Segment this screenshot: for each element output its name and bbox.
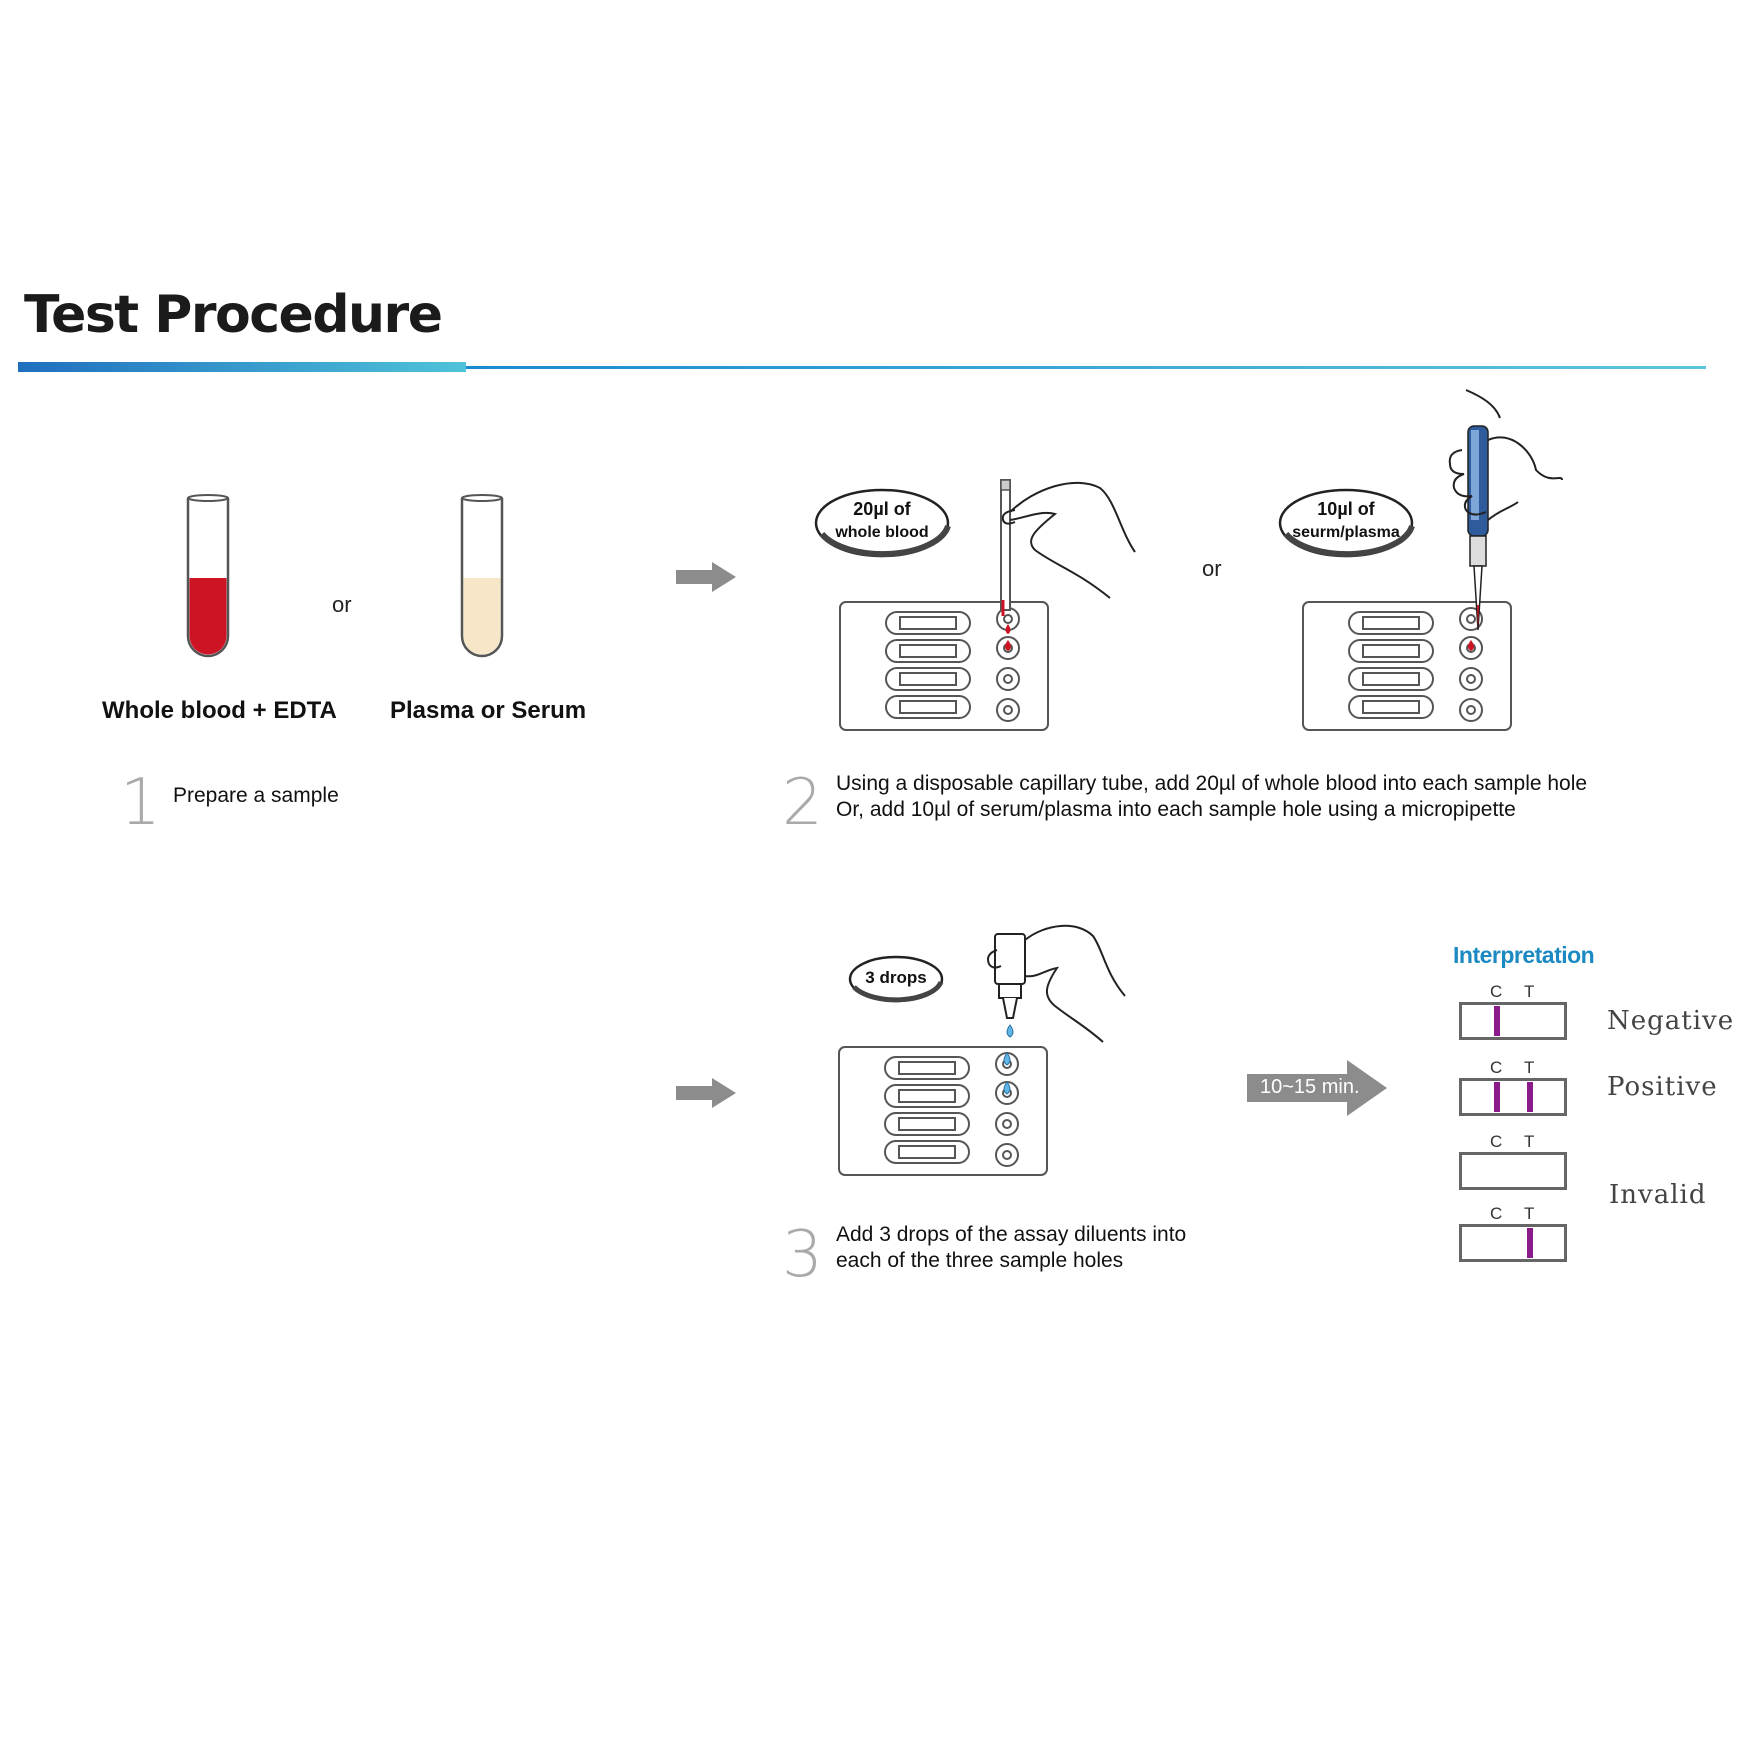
plasma-tube-icon xyxy=(460,494,504,658)
test-cassette-icon xyxy=(839,601,1049,731)
result-strip xyxy=(1459,1152,1567,1190)
result-strip xyxy=(1459,1224,1567,1262)
result-strip xyxy=(1459,1002,1567,1040)
step1-text: Prepare a sample xyxy=(173,784,339,807)
t-label: T xyxy=(1524,982,1535,1001)
interpretation-title: Interpretation xyxy=(1453,942,1595,968)
page-title: Test Procedure xyxy=(24,285,443,345)
result-positive: Positive xyxy=(1607,1072,1718,1102)
pill-3-drops: 3 drops xyxy=(865,968,927,987)
header-rule-accent xyxy=(18,362,466,372)
pill-outline xyxy=(1278,488,1415,558)
test-cassette-icon xyxy=(1302,601,1512,731)
c-label: C xyxy=(1490,982,1503,1001)
pill-outline xyxy=(814,488,951,558)
header-rule xyxy=(466,366,1706,369)
step3-text-line2: each of the three sample holes xyxy=(836,1249,1124,1272)
step2-number: 2 xyxy=(782,766,823,840)
c-label: C xyxy=(1490,1058,1503,1077)
c-label: C xyxy=(1490,1132,1503,1151)
pill-outline xyxy=(848,955,944,1003)
arrow-right-icon xyxy=(676,1078,736,1108)
plasma-serum-label: Plasma or Serum xyxy=(390,697,587,724)
step1-number: 1 xyxy=(120,766,161,840)
t-label: T xyxy=(1524,1058,1535,1077)
step2-or-label: or xyxy=(1202,556,1222,581)
timer-label: 10~15 min. xyxy=(1260,1076,1360,1098)
micropipette-hand-icon xyxy=(1448,389,1563,631)
test-cassette-icon xyxy=(838,1046,1048,1176)
pill-20ul-line1: 20µl of xyxy=(853,499,911,519)
step3-text-line1: Add 3 drops of the assay diluents into xyxy=(836,1223,1187,1246)
result-negative: Negative xyxy=(1607,1006,1735,1036)
t-label: T xyxy=(1524,1132,1535,1151)
timer-arrow-icon xyxy=(1247,1060,1387,1116)
dropper-hand-icon xyxy=(987,924,1126,1043)
arrow-right-icon xyxy=(676,562,736,592)
result-invalid: Invalid xyxy=(1609,1180,1707,1210)
step3-number: 3 xyxy=(782,1218,823,1292)
step2-text-line1: Using a disposable capillary tube, add 2… xyxy=(836,772,1588,795)
result-strip xyxy=(1459,1078,1567,1116)
whole-blood-label: Whole blood + EDTA xyxy=(102,697,337,724)
step1-or-label: or xyxy=(332,592,352,617)
whole-blood-tube-icon xyxy=(186,494,230,658)
capillary-hand-icon xyxy=(1000,479,1136,616)
pill-10ul-line1: 10µl of xyxy=(1317,499,1375,519)
pill-10ul-line2: seurm/plasma xyxy=(1292,524,1400,541)
pill-20ul-line2: whole blood xyxy=(835,524,929,541)
step2-text-line2: Or, add 10µl of serum/plasma into each s… xyxy=(836,798,1516,821)
c-label: C xyxy=(1490,1204,1503,1223)
t-label: T xyxy=(1524,1204,1535,1223)
